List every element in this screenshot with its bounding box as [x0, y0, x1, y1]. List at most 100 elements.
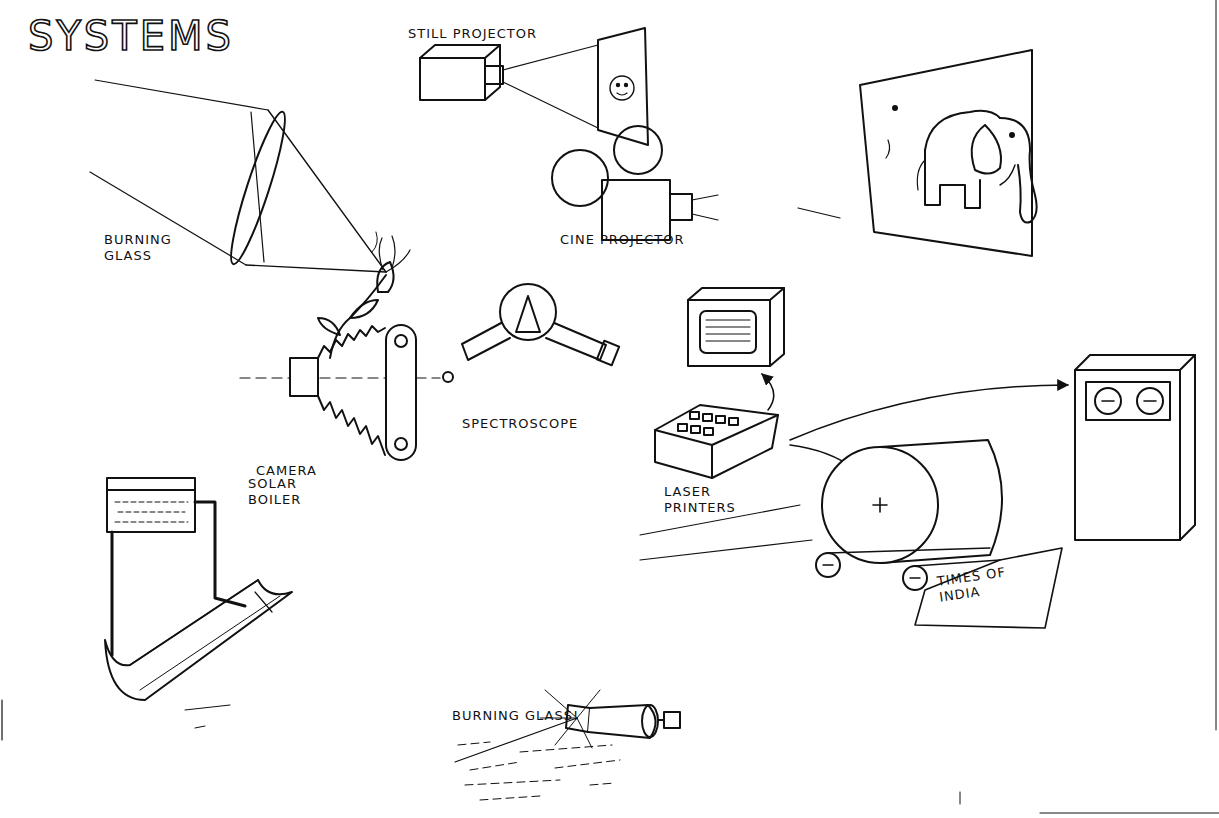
printing-roller-sketch: [903, 566, 927, 590]
solar-boiler-sketch: [115, 502, 188, 522]
cine-projector-sketch: [614, 126, 662, 174]
monitor-sketch: [706, 320, 750, 341]
printing-roller-sketch: [640, 540, 812, 560]
printer-box-sketch: [1086, 382, 1170, 420]
printing-roller-sketch: [822, 447, 938, 563]
still-projector-sketch: [617, 84, 619, 86]
still-projector-sketch: [420, 58, 485, 100]
still-projector-sketch: [420, 45, 500, 58]
still-projector-sketch: [617, 93, 627, 95]
cine-projector-sketch: [692, 214, 718, 220]
printing-roller-sketch: [910, 577, 920, 578]
part-label: BURNING GLASS: [104, 232, 184, 264]
keyboard-sketch: [655, 415, 778, 478]
solar-boiler-sketch: [140, 596, 280, 690]
signal-arrow: [762, 374, 774, 410]
elephant-screen-sketch: [798, 50, 1037, 256]
still-projector-sketch: [598, 28, 648, 145]
keyboard-sketch: [678, 424, 687, 431]
frame-line: [1040, 813, 1219, 814]
keyboard-sketch: [655, 405, 778, 478]
part-label: TIMES OF INDIA: [936, 560, 1039, 606]
burning-glass-sketch: [95, 80, 268, 110]
solar-boiler-sketch: [105, 580, 292, 700]
camera-sketch: [290, 358, 318, 396]
camera-sketch: [395, 438, 407, 450]
burning-glass-sketch: [455, 690, 680, 800]
burning-glass-sketch: [577, 718, 592, 748]
keyboard-sketch: [655, 405, 778, 478]
printing-roller-sketch: [828, 548, 990, 553]
part-label: SPECTROSCOPE: [462, 416, 602, 432]
printer-box-sketch: [1075, 355, 1195, 540]
elephant-screen-sketch: [917, 160, 925, 190]
spectroscope-sketch: [516, 296, 540, 332]
part-label: LASER PRINTERS: [664, 484, 759, 516]
solar-boiler-sketch: [105, 478, 292, 728]
cine-projector-sketch: [552, 126, 718, 240]
solar-boiler-sketch: [185, 705, 230, 728]
spectroscope-sketch: [546, 322, 606, 360]
solar-boiler-sketch: [130, 580, 258, 665]
camera-sketch: [386, 325, 416, 460]
cine-projector-sketch: [670, 194, 692, 220]
part-label: STILL PROJECTOR: [408, 26, 578, 42]
monitor-sketch: [770, 288, 784, 366]
elephant-screen-sketch: [972, 125, 1001, 174]
burning-glass-sketch: [268, 110, 386, 272]
printer-box-sketch: [1102, 400, 1156, 402]
part-label: SOLAR BOILER: [248, 476, 328, 508]
printing-roller-sketch: [873, 498, 887, 512]
page-title: SYSTEMS: [28, 14, 234, 58]
solar-boiler-sketch: [107, 489, 195, 491]
camera-sketch: [240, 325, 453, 460]
printer-box-sketch: [1180, 355, 1195, 540]
elephant-screen-sketch: [1010, 133, 1014, 137]
burning-glass-sketch: [251, 112, 264, 262]
monitor-sketch: [688, 300, 770, 366]
still-projector-sketch: [610, 76, 634, 100]
elephant-screen-sketch: [860, 50, 1032, 256]
signal-arrow: [790, 385, 1068, 440]
elephant-screen-sketch: [1018, 165, 1030, 223]
cine-projector-sketch: [552, 150, 608, 206]
burning-glass-sketch: [458, 742, 620, 800]
burning-glass-sketch: [246, 265, 386, 272]
elephant-screen-sketch: [1000, 165, 1015, 185]
keyboard-sketch: [690, 412, 699, 419]
keyboard-sketch: [716, 416, 725, 423]
burning-glass-sketch: [372, 232, 377, 252]
monitor-sketch: [688, 288, 784, 366]
burning-glass-sketch: [377, 262, 393, 292]
printing-roller-sketch: [640, 440, 1062, 628]
elephant-screen-sketch: [1000, 118, 1037, 222]
keyboard-sketch: [704, 428, 713, 435]
camera-sketch: [318, 396, 385, 455]
monitor-sketch: [688, 288, 784, 300]
elephant-screen-sketch: [798, 208, 840, 218]
printer-box-sketch: [1075, 370, 1180, 540]
burning-glass-sketch: [664, 712, 680, 728]
burning-glass-sketch: [90, 80, 410, 358]
part-label: BURNING GLASS!: [452, 708, 612, 724]
burning-glass-sketch: [455, 718, 577, 762]
still-projector-sketch: [485, 66, 503, 84]
keyboard-sketch: [691, 426, 700, 433]
printing-roller-sketch: [915, 548, 1062, 628]
spectroscope-sketch: [462, 284, 619, 365]
camera-sketch: [395, 335, 407, 347]
cine-projector-sketch: [602, 180, 670, 240]
keyboard-sketch: [729, 418, 738, 425]
camera-sketch: [318, 326, 385, 358]
cine-projector-sketch: [692, 195, 718, 200]
printing-roller-sketch: [823, 564, 833, 565]
still-projector-sketch: [625, 84, 627, 86]
burning-glass-sketch: [577, 690, 600, 718]
still-projector-sketch: [503, 82, 598, 128]
frame-line: [960, 792, 961, 804]
burning-glass-sketch: [642, 705, 658, 737]
keyboard-sketch: [703, 414, 712, 421]
printing-roller-sketch: [816, 553, 840, 577]
